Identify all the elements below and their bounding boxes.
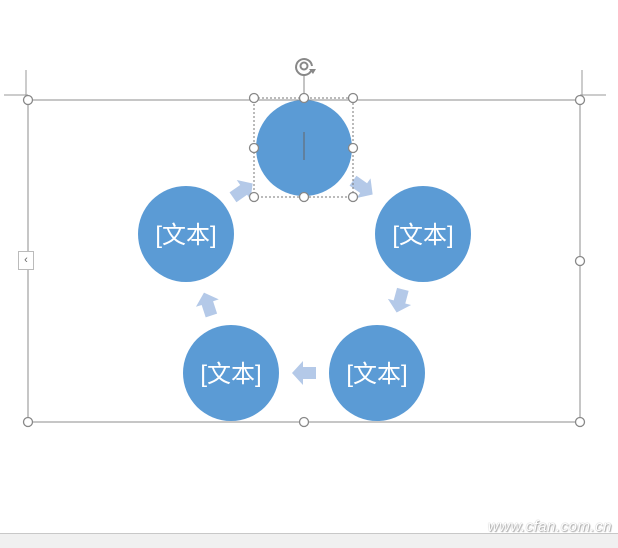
rotate-handle-icon[interactable] [295,58,316,76]
text-pane-expand-button[interactable]: ‹ [18,251,34,270]
resize-handle[interactable] [248,92,260,104]
resize-handle[interactable] [347,142,359,154]
node-label[interactable]: [文本] [392,222,453,249]
cycle-node-top[interactable] [256,100,352,196]
cycle-node-right[interactable]: [文本] [375,186,471,282]
resize-handle[interactable] [347,191,359,203]
arrow-icon [387,287,412,313]
resize-handle[interactable] [347,92,359,104]
arrow-icon [349,175,373,198]
frame-resize-handle[interactable] [574,416,586,428]
node-label[interactable]: [文本] [200,361,261,388]
arrow-icon [292,361,316,385]
arrow-icon [229,180,253,203]
cycle-node-bottom-left[interactable]: [文本] [183,325,279,421]
arrow-icon [195,292,219,318]
cycle-node-bottom-right[interactable]: [文本] [329,325,425,421]
watermark: www.cfan.com.cn [487,518,612,535]
frame-resize-handle[interactable] [298,416,310,428]
resize-handle[interactable] [298,191,310,203]
frame-resize-handle[interactable] [22,416,34,428]
frame-resize-handle[interactable] [574,94,586,106]
resize-handle[interactable] [248,191,260,203]
crop-marks [4,70,606,100]
frame-resize-handle[interactable] [22,94,34,106]
cycle-node-left[interactable]: [文本] [138,186,234,282]
node-label[interactable]: [文本] [346,361,407,388]
node-label[interactable]: [文本] [155,222,216,249]
resize-handle[interactable] [248,142,260,154]
status-bar [0,533,618,548]
resize-handle[interactable] [298,92,310,104]
cycle-arrows [195,175,412,385]
frame-resize-handle[interactable] [574,255,586,267]
